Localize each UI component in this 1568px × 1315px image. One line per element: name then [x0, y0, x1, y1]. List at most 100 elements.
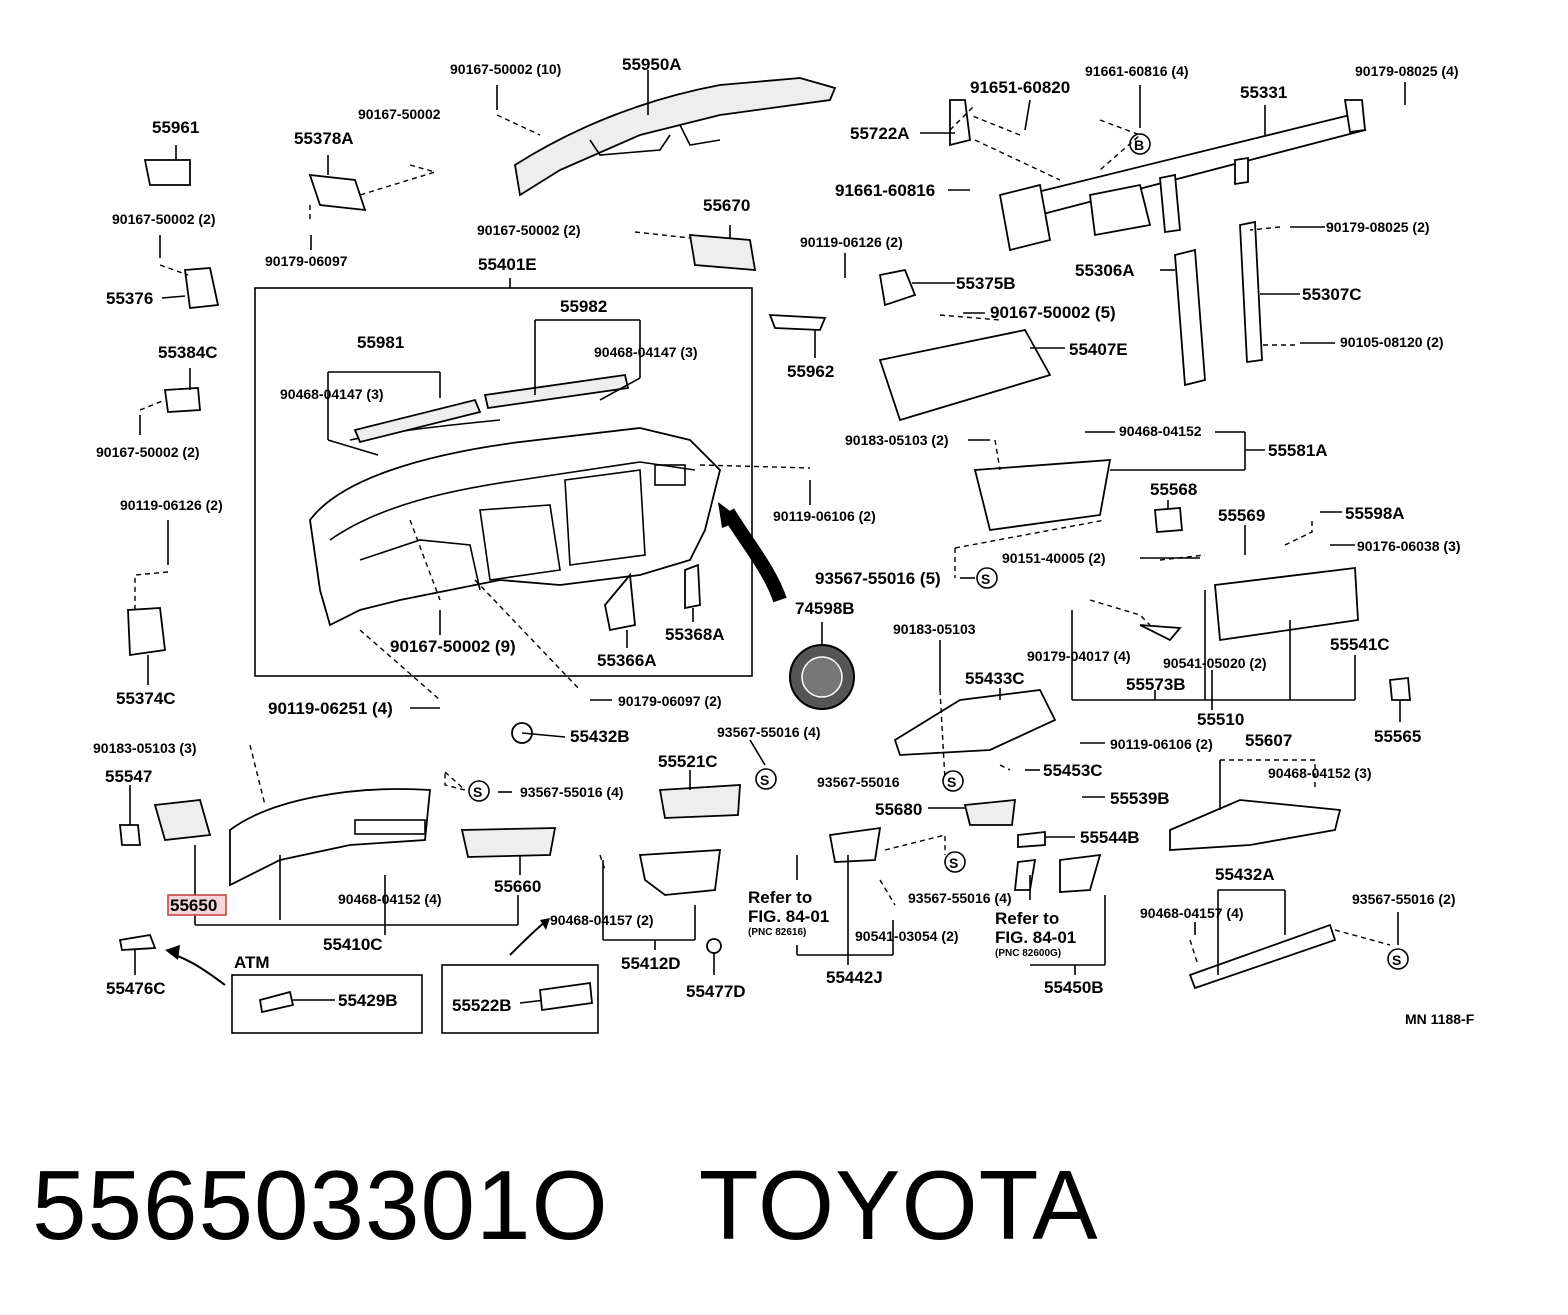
- label-55950A: 55950A: [622, 55, 682, 74]
- label-55568: 55568: [1150, 480, 1197, 499]
- label-55453C: 55453C: [1043, 761, 1103, 780]
- vent-55981: [353, 398, 482, 444]
- label-55407E: 55407E: [1069, 340, 1128, 359]
- label-90119-06126-2a: 90119-06126 (2): [120, 497, 223, 513]
- label-90468-04152-3: 90468-04152 (3): [1268, 765, 1372, 781]
- label-55521C: 55521C: [658, 752, 718, 771]
- label-55722A: 55722A: [850, 124, 910, 143]
- label-55660: 55660: [494, 877, 541, 896]
- label-91661-60816-4: 91661-60816 (4): [1085, 63, 1189, 79]
- s-circle-symbol: S: [755, 768, 777, 790]
- outlet-55660: [460, 827, 557, 858]
- bracket-55384C: [163, 387, 201, 413]
- label-90468-04147-3a: 90468-04147 (3): [280, 386, 384, 402]
- top-panel-55950A: [514, 77, 837, 197]
- label-55433C: 55433C: [965, 669, 1025, 688]
- label-55544B: 55544B: [1080, 828, 1140, 847]
- label-90468-04152-4: 90468-04152 (4): [338, 891, 442, 907]
- label-55962: 55962: [787, 362, 834, 381]
- s-circle-symbol: S: [976, 567, 998, 589]
- label-55374C: 55374C: [116, 689, 176, 708]
- label-55961: 55961: [152, 118, 199, 137]
- label-55510: 55510: [1197, 710, 1244, 729]
- dashboard-group-frame: [254, 287, 753, 677]
- label-55375B: 55375B: [956, 274, 1016, 293]
- b-circle-symbol: B: [1129, 133, 1151, 155]
- brand-name: TOYOTA: [698, 1149, 1099, 1260]
- label-90179-06097: 90179-06097: [265, 253, 348, 269]
- s-circle-symbol: S: [468, 780, 490, 802]
- label-fig-84-01-2: FIG. 84-01: [995, 928, 1076, 947]
- panel-55607: [1169, 799, 1342, 851]
- label-55598A: 55598A: [1345, 504, 1405, 523]
- bracket-55961: [143, 159, 191, 186]
- label-90151-40005-2: 90151-40005 (2): [1002, 550, 1106, 566]
- label-55573B: 55573B: [1126, 675, 1186, 694]
- label-90167-50002: 90167-50002: [358, 106, 441, 122]
- svg-text:S: S: [760, 772, 769, 788]
- label-90183-05103: 90183-05103: [893, 621, 976, 637]
- label-55982: 55982: [560, 297, 607, 316]
- part-55680: [963, 798, 1017, 826]
- label-55432A: 55432A: [1215, 865, 1275, 884]
- label-55307C: 55307C: [1302, 285, 1362, 304]
- label-55368A: 55368A: [665, 625, 725, 644]
- label-55376: 55376: [106, 289, 153, 308]
- bracket-55366A: [604, 572, 636, 632]
- label-93567-55016-4b: 93567-55016 (4): [520, 784, 624, 800]
- label-90468-04157-4: 90468-04157 (4): [1140, 905, 1244, 921]
- svg-text:S: S: [949, 855, 958, 871]
- label-55547: 55547: [105, 767, 152, 786]
- label-90167-50002-5: 90167-50002 (5): [990, 303, 1116, 322]
- label-55412D: 55412D: [621, 954, 681, 973]
- outlet-55521C: [658, 784, 741, 819]
- label-93567-55016-4a: 93567-55016 (4): [717, 724, 821, 740]
- part-number: 556503301O: [32, 1149, 609, 1260]
- label-55607: 55607: [1245, 731, 1292, 750]
- label-55981: 55981: [357, 333, 404, 352]
- label-93567-55016-5: 93567-55016 (5): [815, 569, 941, 588]
- label-55331: 55331: [1240, 83, 1287, 102]
- bracket-55375B: [878, 268, 917, 307]
- bracket-55368A: [684, 563, 701, 610]
- s-circle-symbol: S: [942, 770, 964, 792]
- label-55477D: 55477D: [686, 982, 746, 1001]
- label-93567-55016: 93567-55016: [817, 774, 900, 790]
- label-55378A: 55378A: [294, 129, 354, 148]
- svg-text:B: B: [1134, 137, 1144, 153]
- label-90167-50002-9: 90167-50002 (9): [390, 637, 516, 656]
- label-55442J: 55442J: [826, 968, 883, 987]
- svg-text:S: S: [473, 784, 482, 800]
- label-55539B: 55539B: [1110, 789, 1170, 808]
- label-90119-06126-2b: 90119-06126 (2): [800, 234, 903, 250]
- instrument-panel-body: [309, 427, 721, 627]
- label-pnc-82600g: (PNC 82600G): [995, 948, 1061, 959]
- label-91661-60816: 91661-60816: [835, 181, 935, 200]
- brace-55306A: [1174, 248, 1206, 387]
- cover-55407E: [878, 328, 1052, 422]
- label-55401E: 55401E: [478, 255, 537, 274]
- label-93567-55016-4c: 93567-55016 (4): [908, 890, 1012, 906]
- cover-55412D: [638, 849, 722, 896]
- label-90183-05103-2: 90183-05103 (2): [845, 432, 949, 448]
- corner-code: MN 1188-F: [1405, 1011, 1475, 1027]
- caption: 556503301O TOYOTA: [32, 1150, 1099, 1260]
- brace-55307C: [1239, 220, 1263, 364]
- box-55581A: [973, 459, 1112, 532]
- box-55522B: [441, 964, 599, 1034]
- label-55306A: 55306A: [1075, 261, 1135, 280]
- label-90176-06038-3: 90176-06038 (3): [1357, 538, 1461, 554]
- label-90179-08025-2: 90179-08025 (2): [1326, 219, 1430, 235]
- label-90468-04147-3b: 90468-04147 (3): [594, 344, 698, 360]
- label-atm: ATM: [234, 953, 270, 972]
- label-55522B: 55522B: [452, 996, 512, 1015]
- label-90119-06251-4: 90119-06251 (4): [268, 699, 393, 718]
- label-55581A: 55581A: [1268, 441, 1328, 460]
- label-55569: 55569: [1218, 506, 1265, 525]
- label-90119-06106-2b: 90119-06106 (2): [1110, 736, 1213, 752]
- label-55366A: 55366A: [597, 651, 657, 670]
- label-90468-04152: 90468-04152: [1119, 423, 1202, 439]
- label-pnc-82616: (PNC 82616): [748, 927, 806, 938]
- label-90105-08120-2: 90105-08120 (2): [1340, 334, 1444, 350]
- bracket-55374C: [127, 607, 166, 657]
